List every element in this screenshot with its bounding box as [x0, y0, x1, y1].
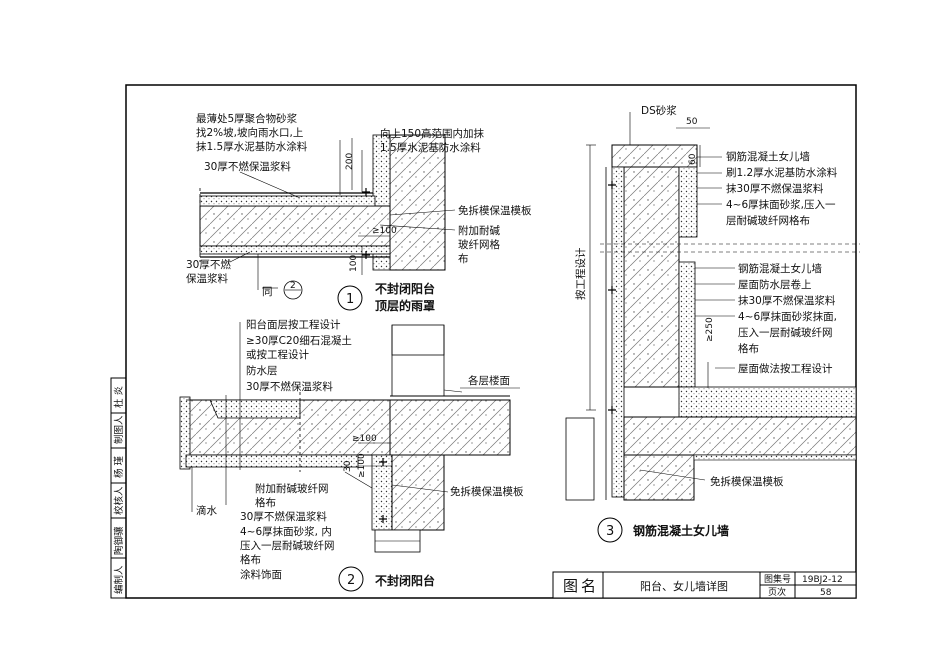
d1-dim-200: 200: [345, 153, 355, 170]
d3-note-t2: 刷1.2厚水泥基防水涂料: [726, 166, 838, 179]
d1-label-mesh-1: 附加耐碱: [458, 224, 500, 237]
detail-1: 最薄处5厚聚合物砂浆 找2%坡,坡向雨水口,上 抹1.5厚水泥基防水涂料 向上1…: [186, 112, 532, 313]
d3-note-m7: 屋面做法按工程设计: [738, 362, 833, 375]
d1-label-insulation-bottom-2: 保温浆料: [186, 272, 228, 285]
d2-note-4: 防水层: [246, 364, 278, 377]
d2-note-b1: 30厚不燃保温浆料: [240, 510, 327, 523]
d3-label-ds: DS砂浆: [641, 104, 677, 117]
d1-title-1: 不封闭阳台: [375, 281, 435, 296]
d2-note-b4: 格布: [240, 553, 261, 566]
side-cell-1: 编制人: [113, 565, 125, 594]
side-cell-3: 校核人: [113, 486, 125, 515]
d2-label-formwork: 免拆模保温模板: [450, 485, 524, 498]
d3-dim-60: 60: [688, 153, 698, 165]
d3-note-t5: 层耐碱玻纤网格布: [726, 214, 810, 227]
d1-label-insulation-bottom-1: 30厚不燃: [186, 258, 231, 271]
d2-label-drip: 滴水: [196, 504, 217, 517]
d3-title: 钢筋混凝土女儿墙: [633, 523, 729, 538]
d1-dim-100b: 100: [349, 255, 359, 272]
d2-label-mesh-1: 附加耐碱玻纤网: [255, 482, 329, 495]
d1-label-same: 同: [262, 286, 273, 298]
d2-dim-100a: ≥100: [352, 434, 377, 444]
d1-number: 1: [346, 292, 354, 307]
side-cell-2: 陶御骧: [113, 526, 125, 555]
d1-note-tl-2: 找2%坡,坡向雨水口,上: [196, 126, 303, 139]
detail-2: 阳台面层按工程设计 ≥30厚C20细石混凝土 或按工程设计 防水层 30厚不燃保…: [179, 318, 524, 592]
d3-number-circle: [597, 517, 623, 543]
outer-frame: [125, 84, 857, 599]
d3-dim-50: 50: [686, 117, 698, 127]
d1-label-mesh-3: 布: [458, 253, 469, 265]
d2-note-3: 或按工程设计: [246, 348, 309, 361]
d1-number-circle: [337, 285, 363, 311]
d3-note-m6: 格布: [738, 342, 759, 355]
d1-label-formwork: 免拆模保温模板: [458, 204, 532, 217]
tb-label-page: 页次: [768, 586, 786, 598]
d2-note-b2: 4~6厚抹面砂浆, 内: [240, 525, 332, 538]
d2-dim-100b: ≥100: [357, 453, 367, 478]
d1-title-2: 顶层的雨罩: [375, 298, 435, 313]
side-cell-4: 杨 瑾: [113, 455, 125, 478]
d3-label-formwork: 免拆模保温模板: [710, 475, 784, 488]
d3-note-m1: 钢筋混凝土女儿墙: [738, 262, 822, 275]
d3-note-t1: 钢筋混凝土女儿墙: [726, 150, 810, 163]
d2-number-circle: [338, 566, 364, 592]
d3-note-m2: 屋面防水层卷上: [738, 278, 812, 291]
tb-drawing-title: 阳台、女儿墙详图: [640, 579, 728, 593]
d1-dim-100a: ≥100: [372, 226, 397, 236]
d3-note-m4: 4~6厚抹面砂浆抹面,: [738, 310, 837, 323]
d2-note-5: 30厚不燃保温浆料: [246, 380, 333, 393]
d3-dim-250: ≥250: [705, 317, 715, 342]
tb-page-no: 58: [820, 588, 832, 598]
d3-note-m5: 压入一层耐碱玻纤网: [738, 326, 833, 339]
d2-note-b5: 涂料饰面: [240, 568, 282, 581]
d3-note-t4: 4~6厚抹面砂浆,压入一: [726, 198, 836, 211]
d1-label-insulation-top: 30厚不燃保温浆料: [204, 160, 291, 173]
tb-atlas-no: 19BJ2-12: [802, 575, 843, 585]
d2-note-b3: 压入一层耐碱玻纤网: [240, 539, 335, 552]
d2-label-floor: 各层楼面: [468, 374, 510, 387]
tb-label-atlas: 图集号: [764, 573, 791, 585]
d3-note-t3: 抹30厚不燃保温浆料: [726, 182, 824, 195]
d1-note-tl-3: 抹1.5厚水泥基防水涂料: [196, 140, 308, 153]
d2-title: 不封闭阳台: [375, 573, 435, 588]
d1-label-mesh-2: 玻纤网格: [458, 238, 500, 251]
d1-ref-circle: [283, 280, 303, 300]
d3-note-m3: 抹30厚不燃保温浆料: [738, 294, 836, 307]
title-block: 图名 阳台、女儿墙详图 图集号 19BJ2-12 页次 58: [552, 571, 857, 599]
side-cell-6: 杜 炎: [113, 385, 125, 408]
d2-note-1: 阳台面层按工程设计: [246, 318, 341, 331]
d1-note-tr-2: 1.5厚水泥基防水涂料: [380, 141, 481, 154]
d2-number: 2: [347, 573, 355, 588]
d1-ref-number: 2: [290, 281, 296, 291]
d2-label-mesh-2: 格布: [255, 496, 276, 509]
d1-note-tl-1: 最薄处5厚聚合物砂浆: [196, 112, 298, 125]
d2-dim-30: 30: [343, 460, 353, 472]
d3-number: 3: [606, 524, 614, 539]
side-strip: 编制人 陶御骧 校核人 杨 瑾 制图人 杜 炎: [110, 377, 127, 599]
detail-3: DS砂浆 50 60 钢筋混凝土女儿墙 刷1.2厚水泥基防水涂料 抹30厚不燃保…: [565, 104, 860, 543]
d3-label-vertical: 按工程设计: [574, 247, 587, 300]
tb-label-name: 图名: [563, 577, 599, 595]
d2-note-2: ≥30厚C20细石混凝土: [246, 334, 352, 347]
side-cell-5: 制图人: [113, 415, 125, 444]
d1-note-tr-1: 向上150高范围内加抹: [380, 127, 485, 140]
